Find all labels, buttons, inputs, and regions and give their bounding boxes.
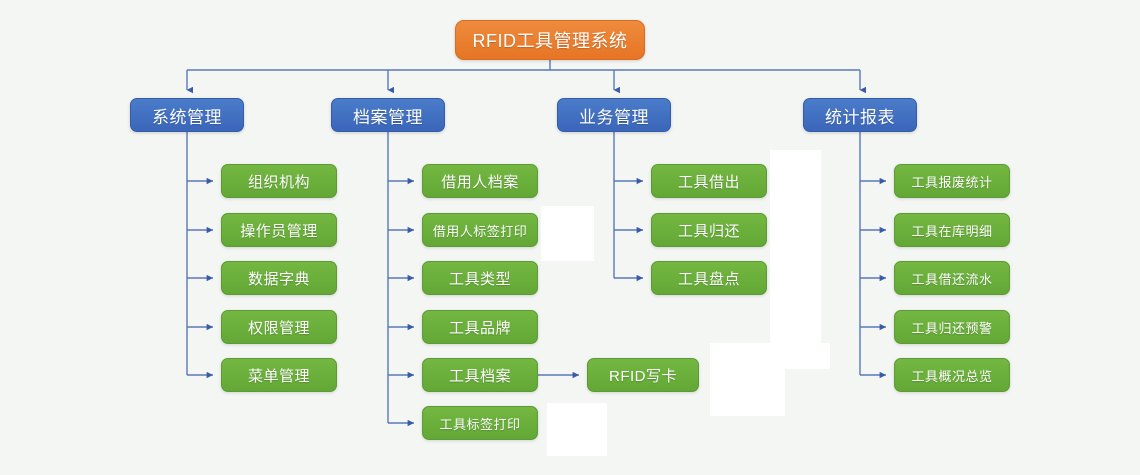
occluder-rect [541, 206, 594, 261]
leaf-node[interactable]: 工具在库明细 [894, 213, 1010, 247]
occluder-rect [710, 343, 785, 416]
occluder-rect [770, 150, 821, 355]
leaf-node[interactable]: 菜单管理 [221, 358, 337, 392]
occluder-rect [547, 403, 607, 456]
leaf-node[interactable]: 数据字典 [221, 261, 337, 295]
leaf-node[interactable]: 借用人档案 [422, 164, 538, 198]
leaf-node[interactable]: 工具类型 [422, 261, 538, 295]
leaf-node[interactable]: 工具报废统计 [894, 164, 1010, 198]
root-node-rfid-tool-management-system[interactable]: RFID工具管理系统 [455, 20, 645, 60]
leaf-node[interactable]: 工具借出 [651, 164, 767, 198]
branch-node-business[interactable]: 业务管理 [557, 98, 671, 132]
branch-node-system[interactable]: 系统管理 [130, 98, 244, 132]
leaf-node[interactable]: 工具档案 [422, 358, 538, 392]
leaf-node[interactable]: 工具标签打印 [422, 406, 538, 440]
leaf-node[interactable]: 工具借还流水 [894, 261, 1010, 295]
leaf-node[interactable]: 工具盘点 [651, 261, 767, 295]
branch-node-report[interactable]: 统计报表 [803, 98, 917, 132]
occluder-rect [785, 343, 830, 369]
leaf-node[interactable]: 组织机构 [221, 164, 337, 198]
leaf-node[interactable]: 操作员管理 [221, 213, 337, 247]
leaf-node[interactable]: 工具归还预警 [894, 310, 1010, 344]
branch-node-archive[interactable]: 档案管理 [331, 98, 445, 132]
leaf-node[interactable]: 借用人标签打印 [422, 213, 538, 247]
leaf-node[interactable]: 权限管理 [221, 310, 337, 344]
leaf-node[interactable]: 工具概况总览 [894, 358, 1010, 392]
leaf-node-rfid-write-card[interactable]: RFID写卡 [587, 358, 699, 392]
leaf-node[interactable]: 工具品牌 [422, 310, 538, 344]
leaf-node[interactable]: 工具归还 [651, 213, 767, 247]
